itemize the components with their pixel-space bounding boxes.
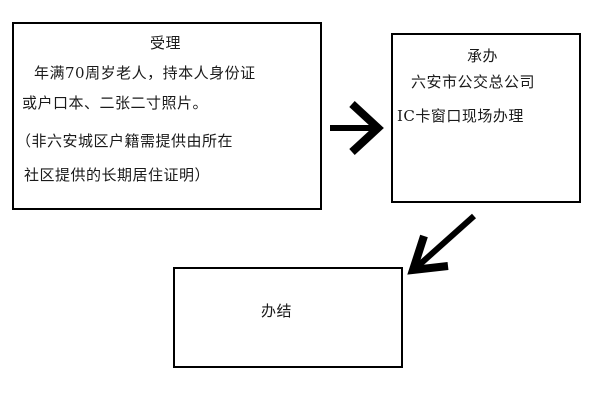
step-finish-box: 办结 bbox=[173, 267, 403, 368]
step-accept-text-line: 或户口本、二张二寸照片。 bbox=[22, 94, 209, 112]
arrow-down-left-shaft bbox=[416, 213, 476, 269]
step-handle-box: 承办 六安市公交总公司 IC卡窗口现场办理 bbox=[391, 33, 581, 203]
step-accept-box: 受理 年满70周岁老人，持本人身份证 或户口本、二张二寸照片。 （非六安城区户籍… bbox=[12, 22, 322, 210]
arrow-down-left-head bbox=[407, 234, 449, 275]
step-accept-text-line: 年满70周岁老人，持本人身份证 bbox=[34, 64, 256, 82]
arrow-right-head bbox=[349, 101, 384, 155]
step-handle-text-line: IC卡窗口现场办理 bbox=[397, 107, 524, 125]
step-accept-note-line: 社区提供的长期居住证明） bbox=[24, 166, 211, 184]
step-accept-title: 受理 bbox=[150, 34, 182, 52]
step-handle-title: 承办 bbox=[467, 47, 499, 65]
step-handle-text-line: 六安市公交总公司 bbox=[411, 73, 536, 91]
step-finish-title: 办结 bbox=[261, 302, 293, 320]
step-accept-note-line: （非六安城区户籍需提供由所在 bbox=[16, 132, 234, 150]
